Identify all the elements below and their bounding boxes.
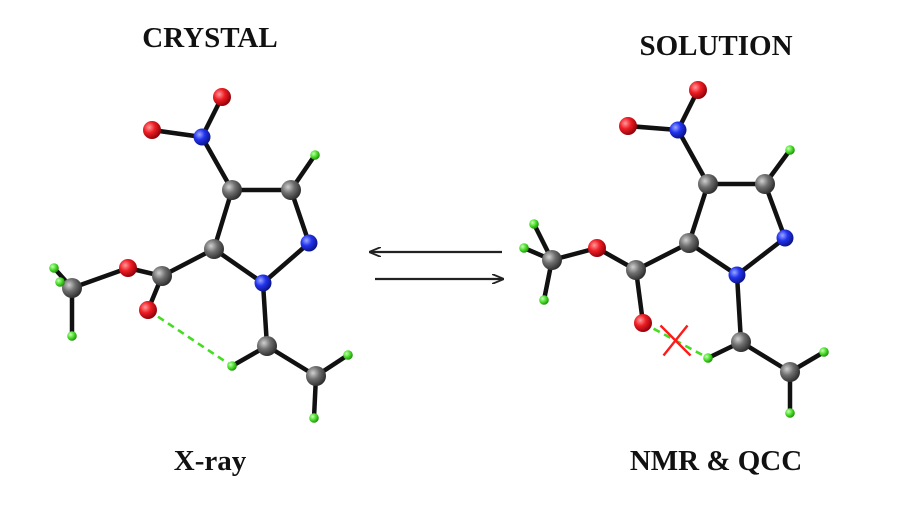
oxygen-atom-o1 [213, 88, 231, 106]
hydrogen-bond [147, 308, 233, 368]
hydrogen-atom-hm3 [539, 295, 549, 305]
bond-n1-c4 [675, 127, 711, 187]
carbon-atom-cm [62, 278, 82, 298]
nitrogen-atom-n2 [776, 229, 794, 247]
hydrogen-atom-hv3 [309, 413, 319, 423]
bond-c3-c4 [686, 181, 711, 246]
nitrogen-atom-n2 [300, 234, 318, 252]
nitrogen-atom-n1 [669, 121, 687, 139]
nitrogen-atom-n3 [728, 266, 746, 284]
nitrogen-atom-n3 [254, 274, 272, 292]
oxygen-atom-oe [588, 239, 606, 257]
carbon-atom-cm [542, 250, 562, 270]
bond-n1-c4 [199, 134, 235, 193]
broken-bond-cross-icon [662, 324, 689, 357]
equilibrium-arrows [370, 252, 503, 279]
carbon-atom-cc [626, 260, 646, 280]
carbon-atom-c4 [222, 180, 242, 200]
hydrogen-atom-hm2 [55, 277, 65, 287]
oxygen-atom-o1 [689, 81, 707, 99]
hydrogen-atom-hm2 [519, 243, 529, 253]
carbon-atom-cc [152, 266, 172, 286]
crystal-title: CRYSTAL [142, 22, 278, 54]
carbon-atom-cv2 [306, 366, 326, 386]
hydrogen-atom-hm1 [49, 263, 59, 273]
oxygen-atom-od [139, 301, 157, 319]
carbon-atom-c4 [698, 174, 718, 194]
solution-molecule [519, 81, 829, 418]
bond-n3-cv1 [734, 272, 744, 345]
hydrogen-atom-hv1 [227, 361, 237, 371]
xray-label: X-ray [173, 445, 247, 477]
carbon-atom-c5 [281, 180, 301, 200]
carbon-atom-cv2 [780, 362, 800, 382]
hydrogen-atom-hv2 [343, 350, 353, 360]
hydrogen-atom-hm1 [529, 219, 539, 229]
carbon-atom-cv1 [257, 336, 277, 356]
hydrogen-atom-hv2 [819, 347, 829, 357]
oxygen-atom-oe [119, 259, 137, 277]
nitrogen-atom-n1 [193, 128, 211, 146]
bond-n2-n3 [734, 235, 788, 278]
carbon-atom-cv1 [731, 332, 751, 352]
hydrogen-atom-h5 [310, 150, 320, 160]
bond-n2-n3 [260, 240, 312, 286]
solution-title: SOLUTION [639, 30, 793, 62]
oxygen-atom-o2 [143, 121, 161, 139]
crystal-molecule [49, 88, 353, 423]
hydrogen-atom-hv3 [785, 408, 795, 418]
bond-n3-cv1 [260, 280, 270, 349]
hydrogen-atom-hm3 [67, 331, 77, 341]
hydrogen-atom-hv1 [703, 353, 713, 363]
carbon-atom-c5 [755, 174, 775, 194]
carbon-atom-c3 [679, 233, 699, 253]
bond-c3-c4 [211, 187, 235, 252]
oxygen-atom-od [634, 314, 652, 332]
hydrogen-atom-h5 [785, 145, 795, 155]
oxygen-atom-o2 [619, 117, 637, 135]
carbon-atom-c3 [204, 239, 224, 259]
nmr-qcc-label: NMR & QCC [629, 445, 803, 477]
